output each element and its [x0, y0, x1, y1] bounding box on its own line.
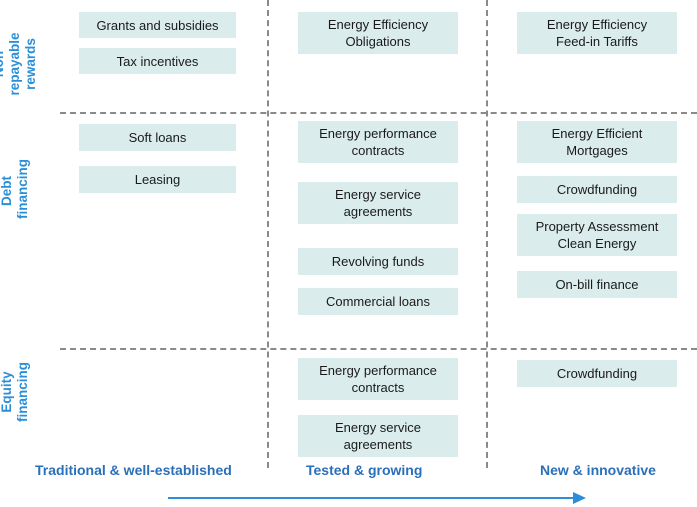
box-on-bill-finance: On-bill finance — [517, 271, 677, 298]
column-divider-1 — [267, 0, 269, 468]
box-energy-performance-contracts-equity: Energy performance contracts — [298, 358, 458, 400]
box-commercial-loans: Commercial loans — [298, 288, 458, 315]
box-property-assessment-clean-energy: Property Assessment Clean Energy — [517, 214, 677, 256]
box-soft-loans: Soft loans — [79, 124, 236, 151]
box-energy-service-agreements: Energy service agreements — [298, 182, 458, 224]
box-revolving-funds: Revolving funds — [298, 248, 458, 275]
arrow-head — [573, 492, 586, 504]
box-crowdfunding-debt: Crowdfunding — [517, 176, 677, 203]
column-divider-2 — [486, 0, 488, 468]
box-grants-and-subsidies: Grants and subsidies — [79, 12, 236, 38]
box-energy-efficiency-obligations: Energy Efficiency Obligations — [298, 12, 458, 54]
box-energy-service-agreements-equity: Energy service agreements — [298, 415, 458, 457]
column-label-tested-growing: Tested & growing — [306, 462, 423, 478]
box-energy-performance-contracts: Energy performance contracts — [298, 121, 458, 163]
box-crowdfunding-equity: Crowdfunding — [517, 360, 677, 387]
box-energy-efficient-mortgages: Energy Efficient Mortgages — [517, 121, 677, 163]
box-energy-efficiency-feed-in-tariffs: Energy Efficiency Feed-in Tariffs — [517, 12, 677, 54]
box-tax-incentives: Tax incentives — [79, 48, 236, 74]
column-label-new-innovative: New & innovative — [540, 462, 656, 478]
row-divider-2 — [60, 348, 697, 350]
box-leasing: Leasing — [79, 166, 236, 193]
row-divider-1 — [60, 112, 697, 114]
column-label-traditional: Traditional & well-established — [35, 462, 232, 478]
